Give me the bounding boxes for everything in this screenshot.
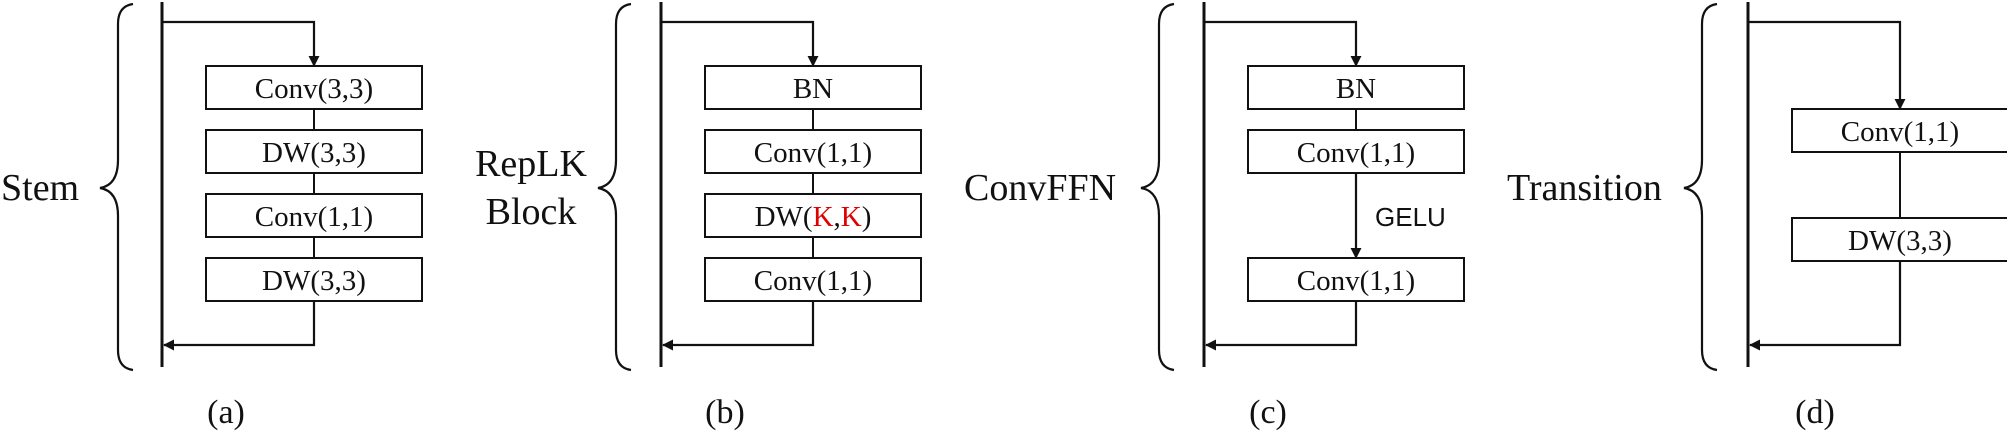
- block-large-kernel: DW(K,K): [704, 193, 922, 238]
- output-arrow: [662, 302, 815, 351]
- block-box: [1791, 108, 2007, 153]
- curly-brace: [597, 2, 632, 372]
- caption: (c): [1249, 394, 1287, 431]
- caption: (b): [705, 394, 745, 431]
- block-box: [205, 193, 423, 238]
- block-label: DW(K,K): [755, 201, 872, 233]
- block: Conv(1,1): [1791, 108, 2007, 153]
- block-label: Conv(1,1): [754, 137, 872, 169]
- block-label: BN: [1336, 73, 1376, 105]
- block-label: Conv(1,1): [754, 265, 872, 297]
- block: BN: [704, 65, 922, 110]
- panel-label-line-1: RepLK: [475, 143, 587, 185]
- caption: (a): [207, 394, 245, 431]
- kernel-size-k: K: [813, 201, 834, 233]
- block-label: BN: [793, 73, 833, 105]
- block: Conv(1,1): [1247, 129, 1465, 174]
- kernel-size-k: K: [841, 201, 862, 233]
- block-label: Conv(3,3): [255, 73, 373, 105]
- block: DW(3,3): [205, 129, 423, 174]
- kernel-separator: ,: [834, 201, 841, 233]
- panel-replk-block: RepLK Block BN Conv(1,1) DW(K,K) Conv(1,…: [475, 2, 922, 431]
- block-label: Conv(1,1): [255, 201, 373, 233]
- block-box: [704, 257, 922, 302]
- panel-transition: Transition Conv(1,1) DW(3,3) (d): [1507, 2, 2007, 431]
- block-box: [205, 65, 423, 110]
- block-box: [1247, 65, 1465, 110]
- block-box: [1247, 129, 1465, 174]
- block-box: [704, 65, 922, 110]
- block: BN: [1247, 65, 1465, 110]
- panel-stem: Stem Conv(3,3) DW(3,3) Conv(1,1) DW(3,3)…: [1, 2, 423, 431]
- panel-label: ConvFFN: [964, 167, 1116, 209]
- input-arrow: [1204, 20, 1362, 67]
- block-label: DW(3,3): [1848, 225, 1952, 257]
- input-arrow: [162, 20, 320, 67]
- block-box: [205, 257, 423, 302]
- block-label: Conv(1,1): [1297, 137, 1415, 169]
- curly-brace: [1140, 2, 1175, 372]
- panel-convffn: ConvFFN GELU BN Conv(1,1) Conv(1,1) (c): [964, 2, 1465, 431]
- block-box: [1791, 217, 2007, 262]
- block: DW(3,3): [1791, 217, 2007, 262]
- curly-brace: [1683, 2, 1718, 372]
- caption: (d): [1795, 394, 1835, 431]
- block: Conv(1,1): [1247, 257, 1465, 302]
- output-arrow: [1205, 302, 1358, 351]
- block: Conv(1,1): [704, 129, 922, 174]
- input-arrow: [1748, 20, 1906, 110]
- curly-brace: [99, 2, 134, 372]
- block: Conv(1,1): [704, 257, 922, 302]
- block-box: [704, 129, 922, 174]
- activation-label: GELU: [1375, 202, 1446, 232]
- block-label: DW(3,3): [262, 265, 366, 297]
- output-arrow: [1749, 261, 1902, 351]
- block-label: DW(3,3): [262, 137, 366, 169]
- block: Conv(3,3): [205, 65, 423, 110]
- block-label: Conv(1,1): [1841, 116, 1959, 148]
- input-arrow: [661, 20, 819, 67]
- block: DW(3,3): [205, 257, 423, 302]
- block: Conv(1,1): [205, 193, 423, 238]
- kernel-suffix: ): [862, 201, 872, 233]
- block-box: [205, 129, 423, 174]
- panel-label: Stem: [1, 167, 79, 209]
- panel-label: Transition: [1507, 167, 1662, 209]
- panel-label-line-2: Block: [486, 191, 577, 233]
- output-arrow: [163, 302, 316, 351]
- block-box: [704, 193, 922, 238]
- block-label: Conv(1,1): [1297, 265, 1415, 297]
- block-box: [1247, 257, 1465, 302]
- kernel-prefix: DW(: [755, 201, 813, 233]
